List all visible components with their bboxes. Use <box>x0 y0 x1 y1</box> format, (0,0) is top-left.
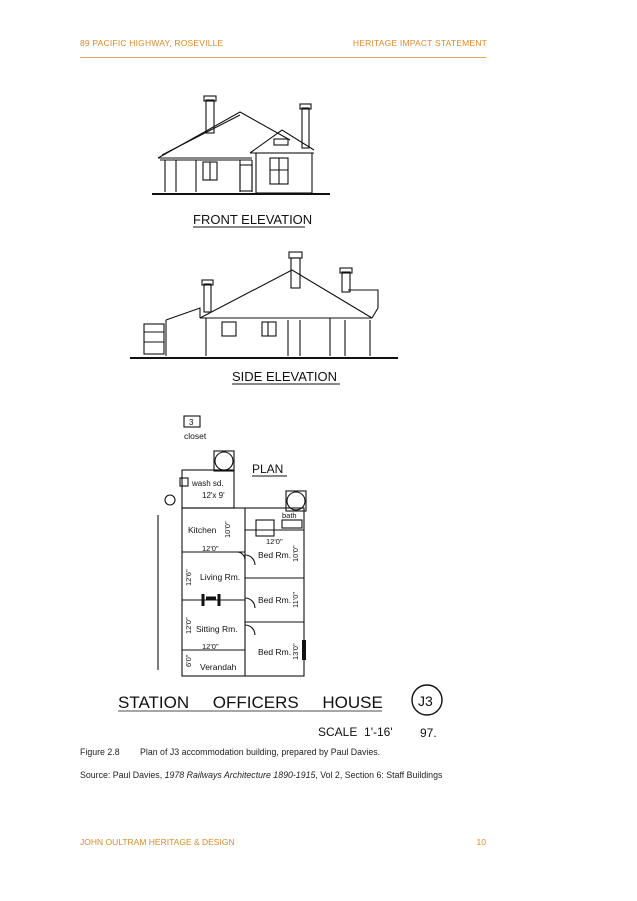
dim-60: 6'0" <box>184 654 193 667</box>
figure-caption: Figure 2.8 Plan of J3 accommodation build… <box>80 747 380 757</box>
footer-left: JOHN OULTRAM HERITAGE & DESIGN <box>80 837 235 847</box>
drawing-title: STATION OFFICERS HOUSE <box>118 693 383 712</box>
dim-12c: 12'0" <box>202 642 219 651</box>
source-title: 1978 Railways Architecture 1890-1915 <box>164 770 316 780</box>
closet-label: closet <box>184 431 207 441</box>
header-right: HERITAGE IMPACT STATEMENT <box>352 38 487 48</box>
figure-text: Plan of J3 accommodation building, prepa… <box>140 747 381 757</box>
drawing-page-number: 97. <box>420 726 437 740</box>
source-suffix: , Vol 2, Section 6: Staff Buildings <box>315 770 443 780</box>
dim-12a: 12'0" <box>202 544 219 553</box>
source-prefix: Source: Paul Davies, <box>80 770 165 780</box>
dim-11: 11'0" <box>291 592 300 608</box>
room-kitchen: Kitchen <box>188 525 217 535</box>
room-bed-3: Bed Rm. <box>258 647 291 657</box>
room-living: Living Rm. <box>200 572 240 582</box>
room-wash: wash sd. <box>191 479 224 488</box>
room-bed-2: Bed Rm. <box>258 595 291 605</box>
closet-number: 3 <box>189 418 194 427</box>
front-elevation-label: FRONT ELEVATION <box>193 212 312 227</box>
header-rule <box>80 57 486 58</box>
plan-drawing <box>157 415 307 677</box>
room-wash-dim: 12'x 9' <box>202 491 225 500</box>
front-elevation-drawing <box>152 95 330 195</box>
source-caption: Source: Paul Davies, 1978 Railways Archi… <box>80 770 442 780</box>
dim-12b: 12'0" <box>266 537 283 546</box>
dim-10: 10'0" <box>291 545 300 562</box>
room-kitchen-dim: 10'0" <box>223 521 232 538</box>
room-verandah: Verandah <box>200 662 237 672</box>
dim-13: 13'0" <box>291 643 300 660</box>
side-elevation-drawing <box>130 251 398 359</box>
footer-page-number: 10 <box>476 837 486 847</box>
drawing-badge: J3 <box>418 693 433 709</box>
dim-120: 12'0" <box>184 617 193 634</box>
room-sitting: Sitting Rm. <box>196 624 238 634</box>
plan-title: PLAN <box>252 462 283 476</box>
side-elevation-label: SIDE ELEVATION <box>232 369 337 384</box>
room-bath: bath <box>282 511 297 520</box>
header-left: 89 PACIFIC HIGHWAY, ROSEVILLE <box>80 38 224 48</box>
room-bed-1: Bed Rm. <box>258 550 291 560</box>
dim-126: 12'6" <box>184 569 193 586</box>
figure-label: Figure 2.8 <box>80 747 120 757</box>
drawing-scale: SCALE 1'-16' <box>318 725 393 739</box>
